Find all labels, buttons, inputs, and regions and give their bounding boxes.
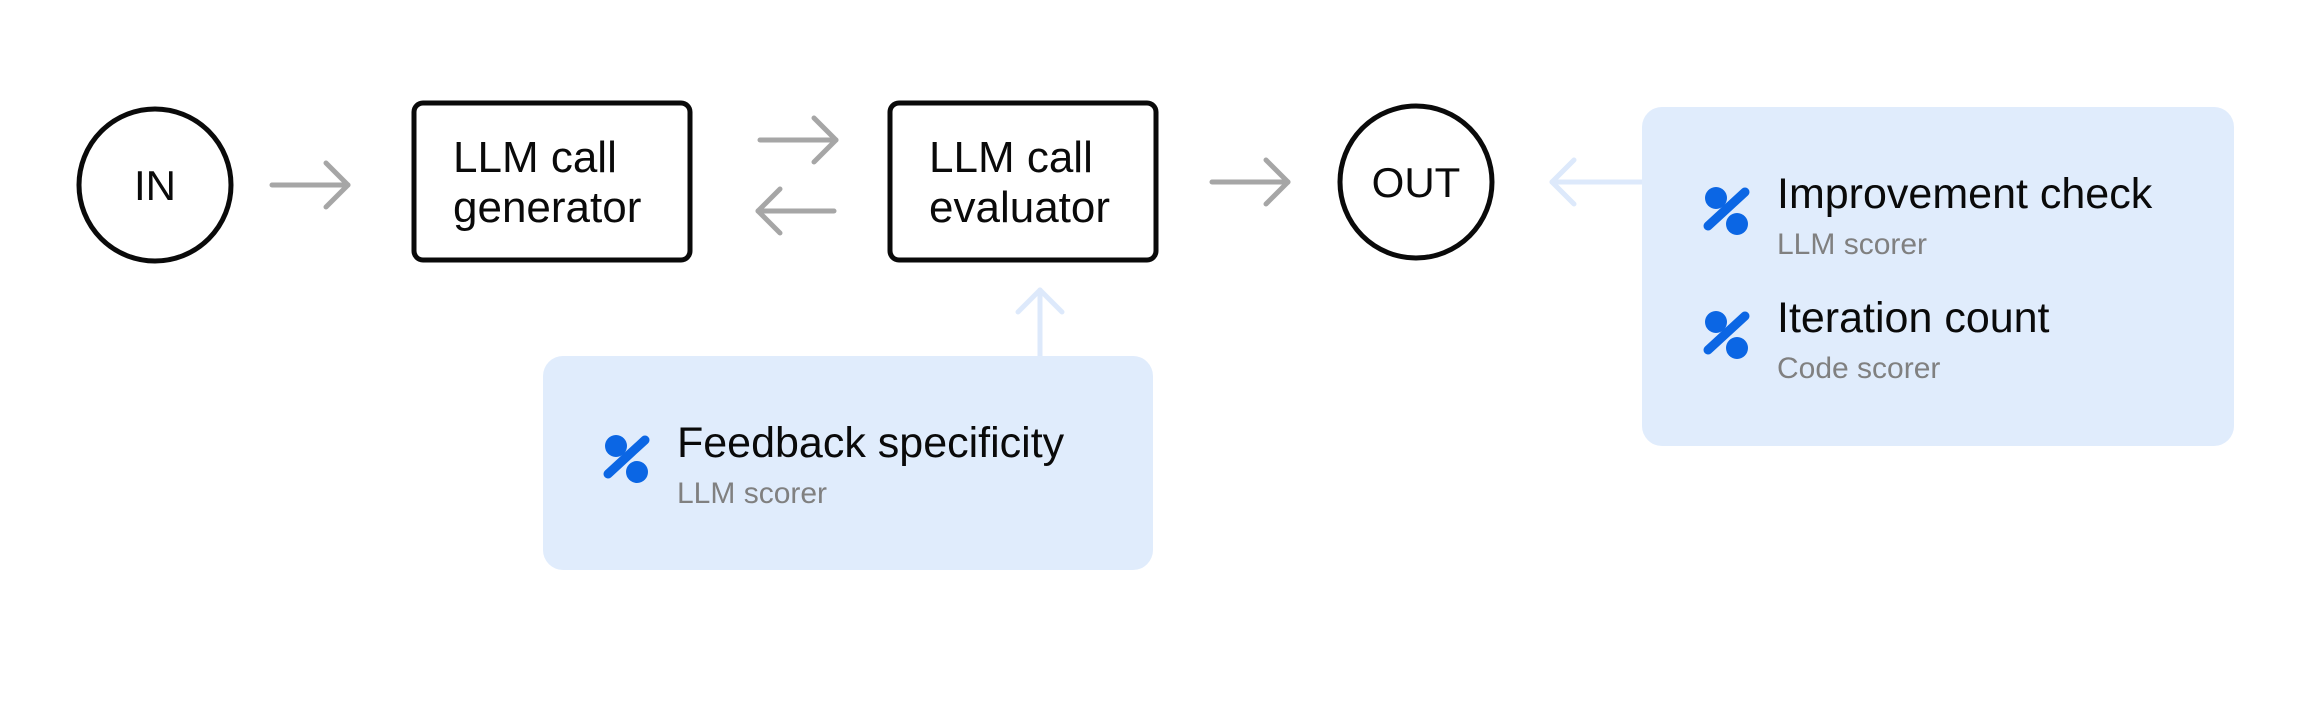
output-scorer-panel-bg [1642, 107, 2234, 446]
output-node-label: OUT [1372, 159, 1461, 206]
percent-icon [1703, 187, 1750, 235]
output-node: OUT [1337, 103, 1495, 261]
arrow-evaluator-to-generator [755, 186, 837, 236]
arrow-output-scorers-to-output [1549, 157, 1647, 207]
input-node-label: IN [134, 162, 176, 209]
input-node: IN [76, 106, 234, 264]
arrow-generator-to-evaluator [757, 115, 839, 165]
output-scorer-panel: Improvement check LLM scorer Iteration c… [1642, 107, 2234, 446]
generator-node-label-line1: LLM call [453, 133, 617, 182]
evaluator-node-label-line1: LLM call [929, 133, 1093, 182]
arrow-evaluator-scorers-to-evaluator [1015, 287, 1065, 359]
evaluator-scorer-panel: Feedback specificity LLM scorer [543, 356, 1153, 570]
evaluator-node-box [887, 100, 1159, 263]
scorer-name: Iteration count [1777, 294, 2050, 342]
generator-node-label-line2: generator [453, 183, 641, 232]
evaluator-node-label-line2: evaluator [929, 183, 1110, 232]
scorer-name: Feedback specificity [677, 419, 1065, 467]
scorer-item-feedback-specificity: Feedback specificity LLM scorer [603, 419, 1065, 510]
evaluator-scorer-panel-bg [543, 356, 1153, 570]
scorer-name: Improvement check [1777, 170, 2153, 218]
input-node-circle [76, 106, 234, 264]
generator-node-box [411, 100, 693, 263]
arrow-evaluator-to-output [1209, 157, 1291, 207]
percent-icon [1703, 311, 1750, 359]
arrow-in-to-generator [269, 160, 351, 210]
scorer-type: LLM scorer [1777, 228, 1927, 261]
percent-icon [603, 435, 650, 483]
generator-node: LLM call generator [411, 100, 693, 263]
scorer-type: Code scorer [1777, 352, 1940, 385]
scorer-item-iteration-count: Iteration count Code scorer [1703, 294, 2050, 385]
evaluator-node: LLM call evaluator [887, 100, 1159, 263]
scorer-item-improvement-check: Improvement check LLM scorer [1703, 170, 2153, 261]
output-node-circle [1337, 103, 1495, 261]
scorer-type: LLM scorer [677, 477, 827, 510]
